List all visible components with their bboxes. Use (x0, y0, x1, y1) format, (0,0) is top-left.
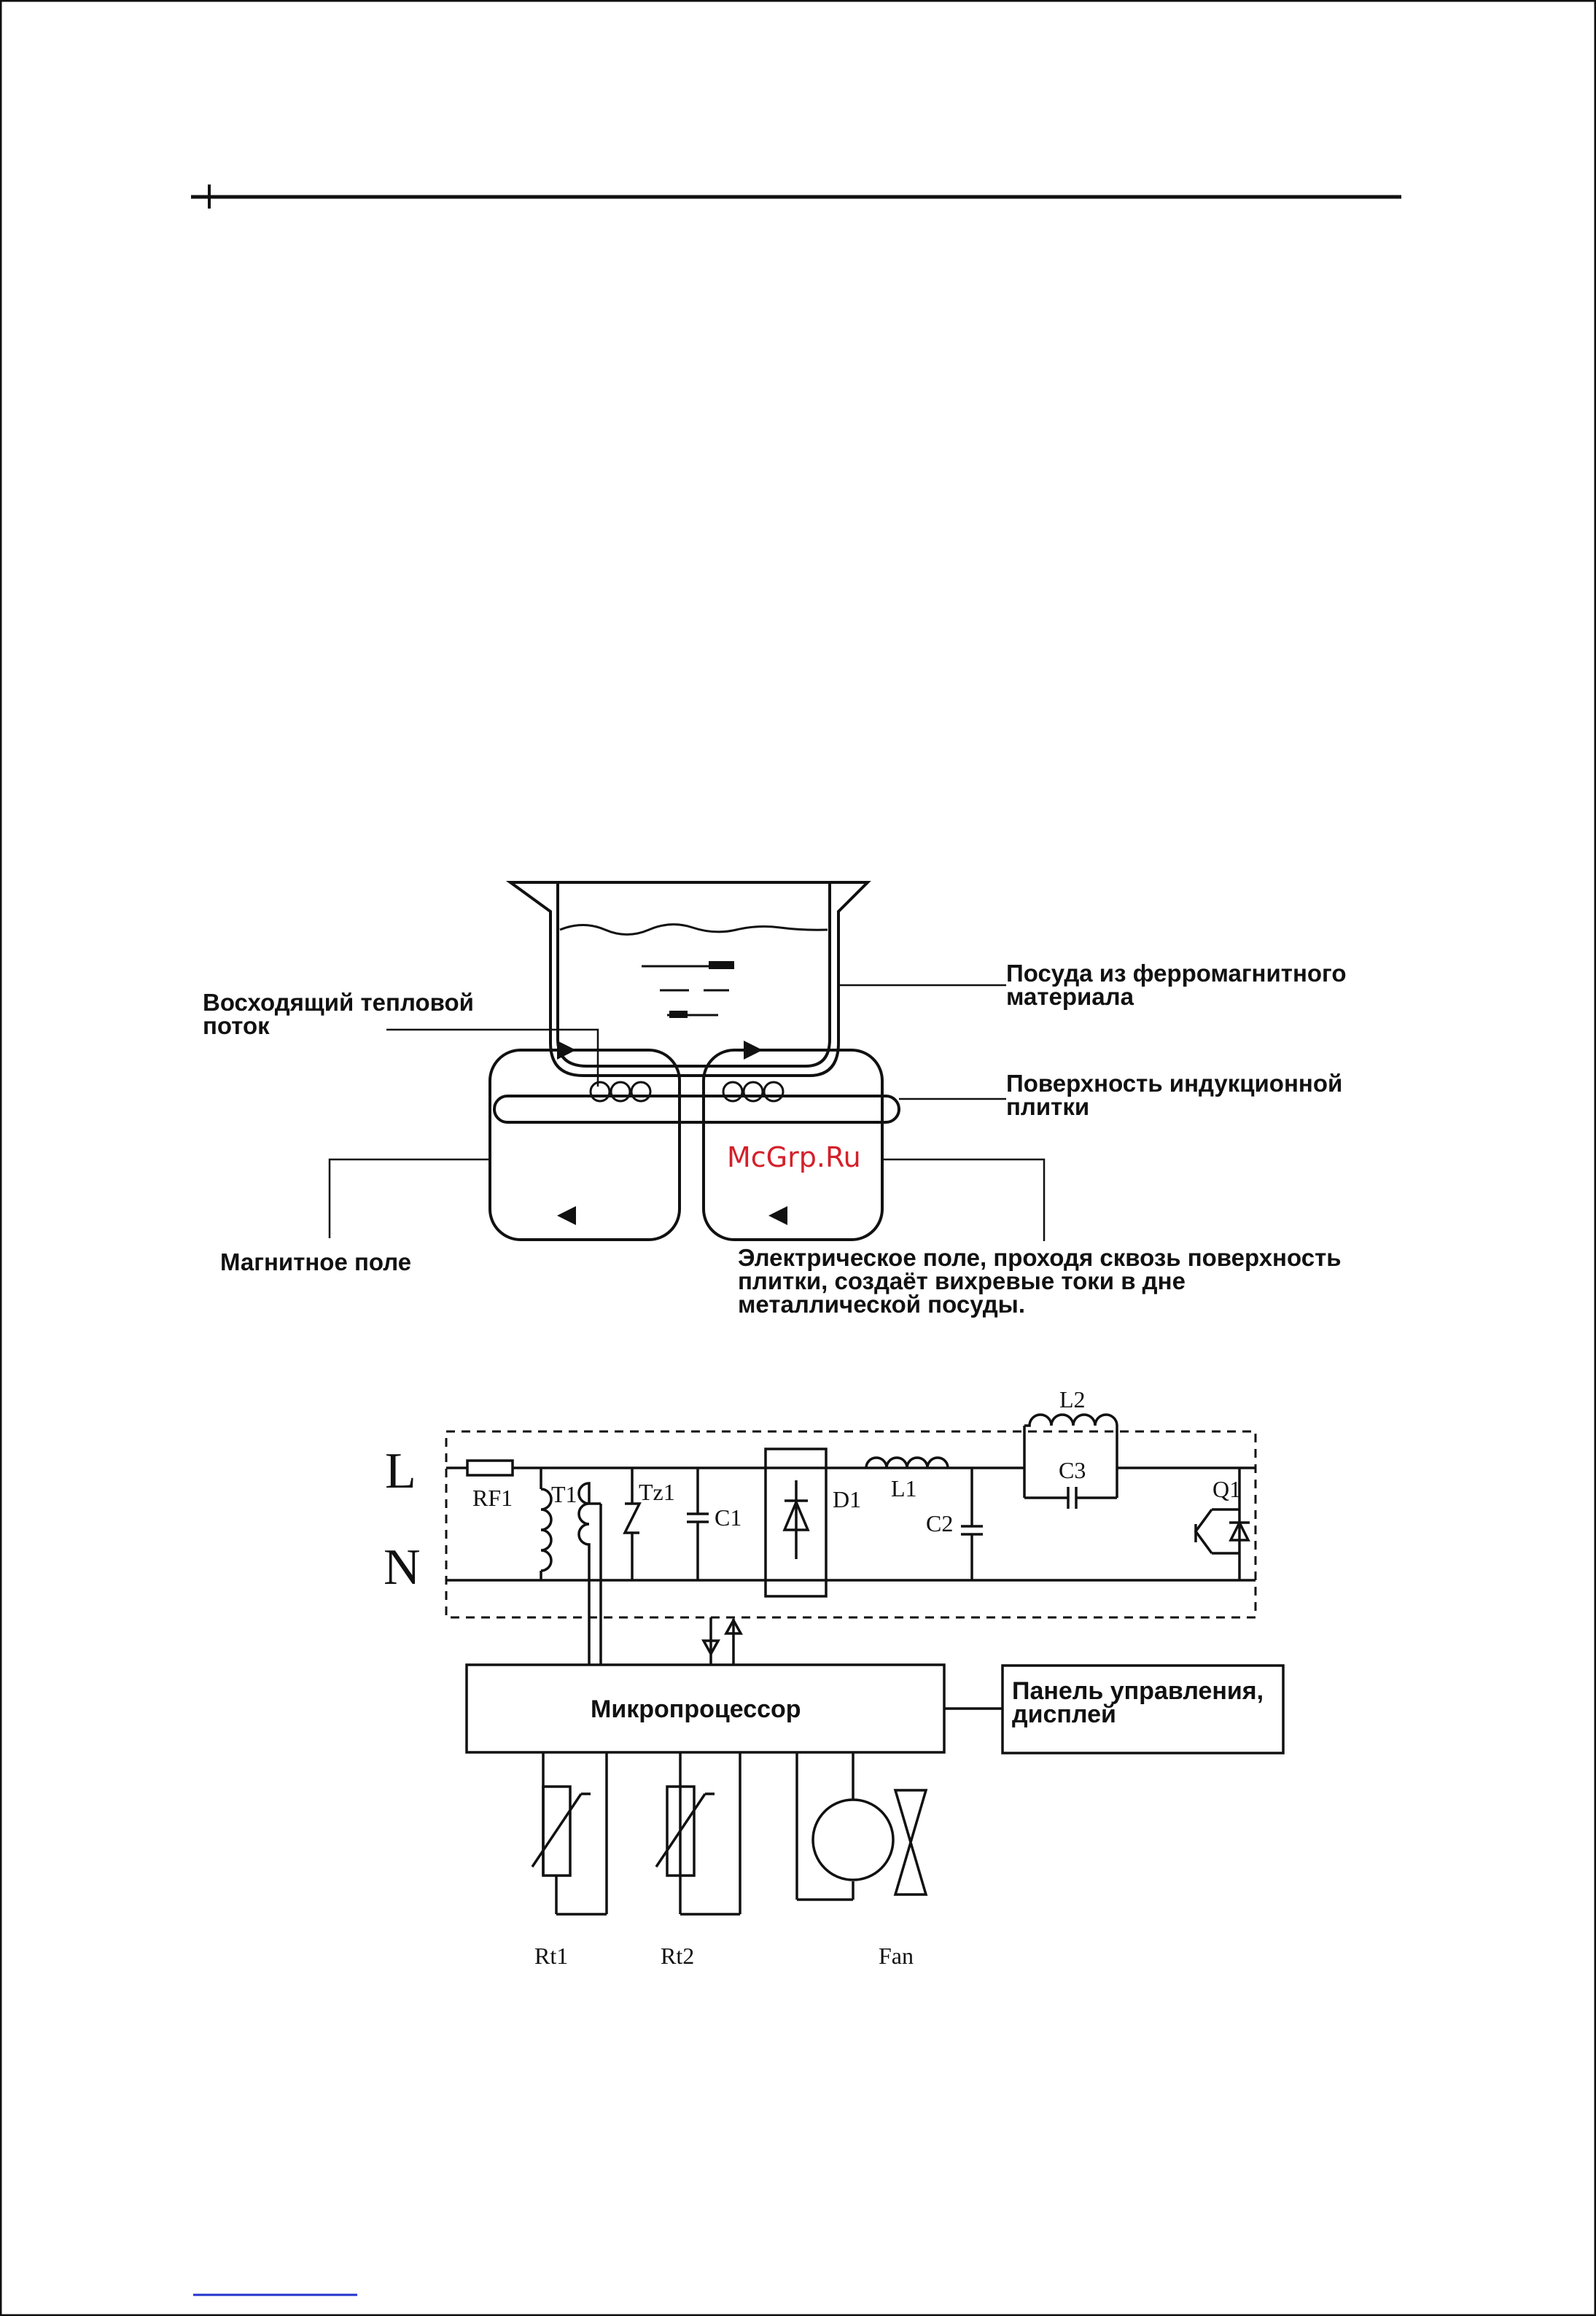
c3-label: C3 (1059, 1457, 1086, 1483)
control-panel-box (1001, 1664, 1285, 1755)
d1-bridge (764, 1448, 828, 1598)
magnetic-loop-right (702, 1049, 884, 1241)
rf1-fuse (466, 1459, 514, 1477)
microprocessor-label: Микропроцессор (591, 1695, 801, 1723)
electric-field-label-3: металлической посуды. (738, 1291, 1025, 1318)
cookware-label-2: материала (1006, 983, 1134, 1010)
d1-label: D1 (833, 1486, 861, 1512)
q1-igbt (1194, 1468, 1250, 1580)
magnetic-field-label: Магнитное поле (220, 1248, 411, 1275)
control-panel-label-2: дисплей (1012, 1701, 1116, 1728)
c1-label: C1 (715, 1504, 741, 1531)
heat-flow-label-2: поток (203, 1012, 270, 1039)
l1-label: L1 (891, 1475, 917, 1501)
leader-magnetic (328, 1158, 490, 1238)
cookware-label-1: Посуда из ферромагнитного (1006, 960, 1347, 987)
l1-inductor (865, 1456, 949, 1469)
fan-blades (893, 1789, 928, 1896)
figure2-labels: L N RF1 T1 Tz1 C1 D1 L1 C2 L2 C3 Q1 Микр… (384, 1386, 1264, 1969)
coil-left (589, 1081, 652, 1103)
t1-secondary-coil (577, 1482, 591, 1561)
t1-primary-coil (540, 1488, 553, 1572)
header-rule (191, 184, 1401, 209)
line-l-label: L (385, 1443, 416, 1499)
electric-field-label-2: плитки, создаёт вихревые токи в дне (738, 1267, 1186, 1294)
leader-electric (882, 1158, 1046, 1241)
water-surface (559, 923, 828, 936)
tz1-varistor (623, 1502, 642, 1534)
t1-label: T1 (551, 1481, 577, 1507)
coil-right (722, 1081, 785, 1103)
rt2-label: Rt2 (661, 1943, 694, 1969)
leader-heat-flow (386, 1028, 599, 1087)
rt1-label: Rt1 (534, 1943, 568, 1969)
magnetic-loop-left (488, 1049, 681, 1241)
circuit-diagram (445, 1413, 1285, 1916)
line-n-label: N (384, 1539, 421, 1596)
power-stage-box (445, 1430, 1257, 1619)
figure1-labels: Восходящий тепловой поток Посуда из ферр… (203, 960, 1347, 1318)
tz1-label: Tz1 (639, 1479, 675, 1505)
surface-label-2: плитки (1006, 1093, 1089, 1120)
l2-inductor (1024, 1413, 1118, 1427)
electric-field-label-1: Электрическое поле, проходя сквозь повер… (738, 1244, 1342, 1271)
watermark-logo: McGrp.Ru (727, 1141, 861, 1173)
rf1-label: RF1 (472, 1485, 513, 1511)
c2-label: C2 (926, 1510, 953, 1536)
control-panel-label-1: Панель управления, (1012, 1677, 1264, 1705)
surface-label-1: Поверхность индукционной (1006, 1070, 1342, 1097)
cooktop-surface (493, 1095, 900, 1124)
induction-principle-diagram (328, 881, 1046, 1241)
signal-down-arrow (701, 1639, 720, 1657)
fan-label: Fan (879, 1943, 914, 1969)
l2-label: L2 (1059, 1386, 1086, 1412)
heat-flow-label-1: Восходящий тепловой (203, 989, 474, 1016)
fan-motor (811, 1798, 895, 1881)
q1-label: Q1 (1212, 1476, 1241, 1502)
signal-up-arrow (724, 1617, 743, 1635)
cookware-outer (505, 881, 871, 1077)
